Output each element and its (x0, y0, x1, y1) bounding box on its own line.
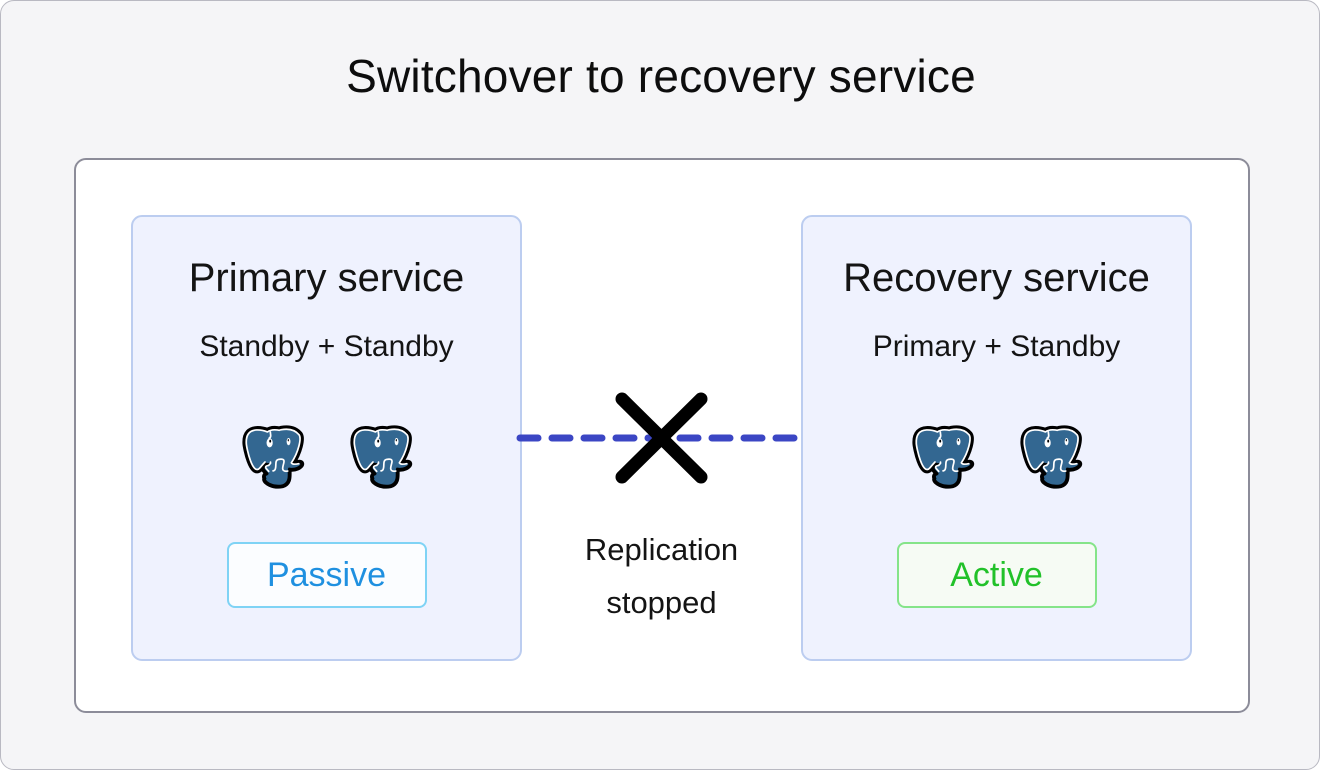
replication-link-graphic (516, 392, 807, 484)
replication-status-label: Replication stopped (522, 523, 801, 630)
postgres-elephant-icon (911, 425, 974, 489)
service-title-recovery: Recovery service (843, 256, 1150, 300)
postgres-elephant-icon (241, 425, 304, 489)
status-badge-passive[interactable]: Passive (226, 542, 427, 608)
status-badge-active[interactable]: Active (896, 542, 1097, 608)
replication-label-line-1: Replication (584, 532, 739, 567)
replication-label-line-2: stopped (606, 585, 717, 621)
service-box-recovery: Recovery service Primary + Standby (801, 215, 1192, 661)
postgres-elephant-icon (349, 425, 412, 489)
diagram-panel: Primary service Standby + Standby (74, 158, 1250, 713)
postgres-elephant-icon (1019, 425, 1082, 489)
service-box-primary: Primary service Standby + Standby (131, 215, 522, 661)
node-row-primary (133, 423, 520, 491)
diagram-title: Switchover to recovery service (346, 50, 976, 102)
replication-link: Replication stopped (516, 215, 807, 661)
service-subtitle-recovery: Primary + Standby (872, 330, 1121, 363)
service-title-primary: Primary service (188, 256, 465, 300)
cross-mark-icon (615, 392, 708, 484)
node-row-recovery (803, 423, 1190, 491)
service-subtitle-primary: Standby + Standby (199, 330, 454, 363)
